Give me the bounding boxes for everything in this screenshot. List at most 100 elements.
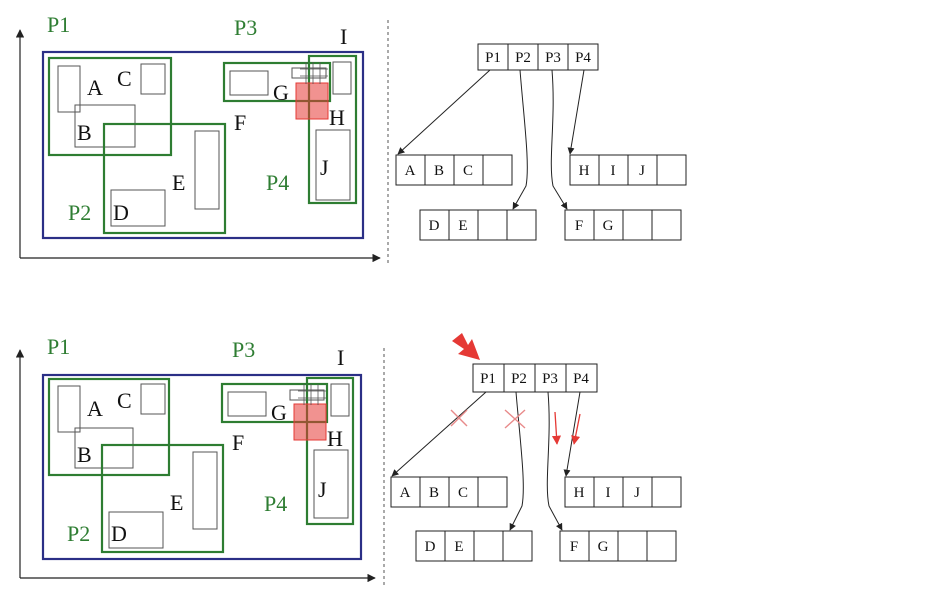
leaf-entry: A — [405, 163, 416, 179]
leaf-node: A B C — [395, 154, 513, 186]
partition-rect — [47, 56, 173, 157]
partition-label: P3 — [234, 15, 257, 40]
partition-label: P3 — [232, 337, 255, 362]
tree-view-1: P1 P2 P3 P4 A B C — [395, 43, 687, 241]
root-node: P1 P2 P3 P4 — [472, 363, 598, 393]
query-grid — [298, 384, 326, 405]
partition-label: P2 — [68, 200, 91, 225]
leaf-entry: I — [606, 485, 611, 501]
space-boundary — [41, 373, 363, 561]
partition-label: P1 — [47, 12, 70, 37]
leaf-node: D E — [415, 530, 533, 562]
root-entry: P4 — [575, 50, 591, 66]
leaf-entry: A — [400, 485, 411, 501]
partition-label: P1 — [47, 334, 70, 359]
object-rect — [313, 449, 349, 519]
partition-rect — [307, 54, 358, 205]
partition-rect — [222, 61, 332, 103]
object-rect — [192, 451, 218, 530]
object-rect — [140, 383, 166, 415]
object-label: D — [111, 521, 127, 546]
object-label: J — [320, 155, 329, 180]
partition-rect — [100, 443, 225, 554]
object-label: C — [117, 66, 132, 91]
object-rect — [315, 129, 351, 201]
partition-label: P4 — [264, 491, 287, 516]
leaf-entry: F — [575, 218, 583, 234]
query-start-arrow-icon — [452, 333, 480, 360]
object-label: H — [327, 426, 343, 451]
object-rect — [330, 383, 350, 417]
partition-label: P2 — [67, 521, 90, 546]
object-label: F — [234, 110, 246, 135]
object-label: C — [117, 388, 132, 413]
tree-edge — [546, 391, 563, 531]
leaf-entry: B — [434, 163, 444, 179]
pruned-mark-icon — [450, 409, 468, 427]
tree-edge — [563, 391, 581, 477]
partition-rect — [102, 122, 227, 235]
leaf-entry: B — [429, 485, 439, 501]
tree-edge — [512, 69, 528, 210]
object-rect — [227, 391, 267, 417]
root-entry: P1 — [480, 371, 496, 387]
leaf-entry: D — [425, 539, 436, 555]
object-label: B — [77, 442, 92, 467]
object-rect — [57, 385, 81, 433]
object-rect — [332, 61, 352, 95]
object-rect — [229, 70, 269, 96]
leaf-entry: H — [574, 485, 585, 501]
pruned-mark-icon — [504, 409, 526, 429]
spatial-view-2: P1 P2 P3 P4 A B C D E F G H I J — [15, 334, 376, 583]
object-label: G — [273, 80, 289, 105]
object-label: I — [337, 345, 344, 370]
leaf-node: H I J — [569, 154, 687, 186]
query-window — [293, 403, 327, 441]
tree-edge — [397, 69, 491, 155]
object-rect — [108, 511, 164, 549]
query-grid — [300, 62, 328, 84]
object-label: B — [77, 120, 92, 145]
root-entry: P1 — [485, 50, 501, 66]
root-node: P1 P2 P3 P4 — [477, 43, 599, 71]
panel-2: P1 P2 P3 P4 A B C D E F G H I J — [15, 333, 682, 585]
object-label: A — [87, 396, 103, 421]
tree-edge — [509, 391, 524, 531]
partition-rect — [305, 376, 355, 526]
leaf-entry: G — [603, 218, 614, 234]
object-label: J — [318, 477, 327, 502]
leaf-node: F G — [559, 530, 677, 562]
search-path-arrow-icon — [551, 411, 562, 445]
object-label: D — [113, 200, 129, 225]
tree-edge — [550, 69, 568, 210]
space-boundary — [41, 50, 365, 240]
partition-rect — [220, 382, 329, 424]
leaf-entry: H — [579, 163, 590, 179]
root-entry: P4 — [573, 371, 589, 387]
leaf-node: F G — [564, 209, 682, 241]
tree-edge — [567, 69, 585, 155]
leaf-entry: E — [458, 218, 467, 234]
leaf-node: A B C — [390, 476, 508, 508]
tree-edge — [391, 391, 487, 477]
root-entry: P2 — [515, 50, 531, 66]
partition-rect — [47, 377, 171, 477]
object-rect — [110, 189, 166, 227]
partition-label: P4 — [266, 170, 289, 195]
root-entry: P2 — [511, 371, 527, 387]
object-rect — [74, 427, 134, 469]
leaf-node: H I J — [564, 476, 682, 508]
object-label: A — [87, 75, 103, 100]
object-rect — [57, 65, 81, 113]
object-label: F — [232, 430, 244, 455]
leaf-entry: J — [639, 163, 645, 179]
leaf-entry: C — [463, 163, 473, 179]
leaf-entry: D — [429, 218, 440, 234]
object-label: G — [271, 400, 287, 425]
object-label: I — [340, 24, 347, 49]
object-label: H — [329, 105, 345, 130]
panel-1: P1 P2 P3 P4 A B C D E F G H I J P1 — [15, 12, 687, 265]
object-label: E — [172, 170, 185, 195]
spatial-view-1: P1 P2 P3 P4 A B C D E F G H I J — [15, 12, 381, 263]
